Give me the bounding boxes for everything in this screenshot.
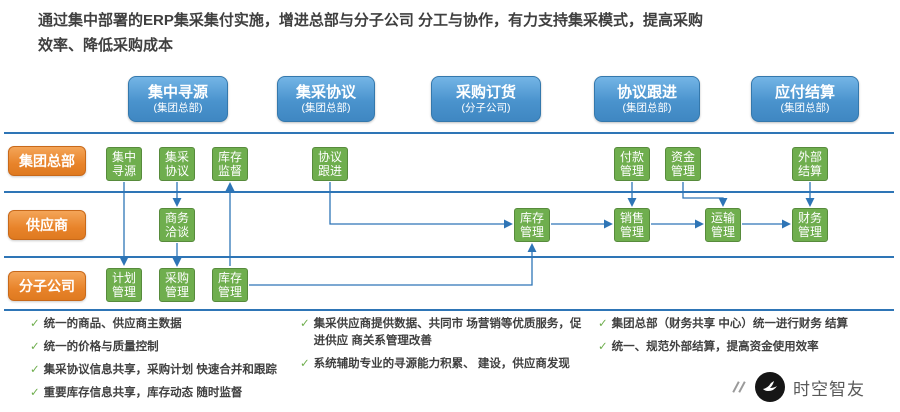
node-inventory-supervision: 库存监督 [212, 147, 248, 181]
note-item: ✓ 统一、规范外部结算，提高资金使用效率 [598, 339, 890, 356]
swimlane-divider [4, 191, 894, 193]
note-item: ✓ 系统辅助专业的寻源能力积累、 建设，供应商发现 [300, 356, 592, 373]
swimlane-divider [4, 309, 894, 311]
logo-icon [755, 372, 785, 402]
check-icon: ✓ [598, 341, 608, 353]
note-text: 统一的价格与质量控制 [43, 341, 159, 353]
node-procurement-agreement: 集采协议 [159, 147, 195, 181]
node-transport-management: 运输管理 [705, 208, 741, 242]
stage-title: 集采协议 [295, 83, 356, 101]
watermark: 时空智友 [732, 372, 865, 402]
bird-glyph [763, 381, 777, 391]
node-agreement-followup: 协议跟进 [312, 147, 348, 181]
node-funds-management: 资金管理 [665, 147, 701, 181]
node-subsidiary-inventory-management: 库存管理 [212, 268, 248, 302]
note-item: ✓ 统一的价格与质量控制 [30, 339, 302, 356]
note-text: 统一的商品、供应商主数据 [43, 318, 182, 330]
stage-subtitle: (集团总部) [301, 101, 351, 114]
notes-column-right: ✓ 集团总部（财务共享 中心）统一进行财务 结算 ✓ 统一、规范外部结算，提高资… [598, 316, 890, 362]
stage-title: 采购订货 [455, 83, 516, 101]
title-line-1: 通过集中部署的ERP集采集付实施，增进总部与分子公司 分工与协作，有力支持集采模… [38, 12, 704, 29]
stage-agreement-followup: 协议跟进 (集团总部) [594, 76, 700, 122]
check-icon: ✓ [30, 318, 40, 330]
notes-column-left: ✓ 统一的商品、供应商主数据 ✓ 统一的价格与质量控制 ✓ 集采协议信息共享，采… [30, 316, 302, 408]
check-icon: ✓ [30, 341, 40, 353]
node-plan-management: 计划管理 [106, 268, 142, 302]
note-item: ✓ 集采供应商提供数据、共同市 场营销等优质服务，促进供应 商关系管理改善 [300, 316, 592, 350]
note-text: 集采供应商提供数据、共同市 场营销等优质服务，促进供应 商关系管理改善 [313, 318, 582, 347]
node-business-negotiation: 商务洽谈 [159, 208, 195, 242]
node-central-sourcing: 集中寻源 [106, 147, 142, 181]
swimlane-divider [4, 256, 894, 258]
note-text: 集团总部（财务共享 中心）统一进行财务 结算 [611, 318, 849, 330]
note-item: ✓ 集团总部（财务共享 中心）统一进行财务 结算 [598, 316, 890, 333]
stage-title: 应付结算 [774, 83, 835, 101]
check-icon: ✓ [598, 318, 608, 330]
stage-title: 集中寻源 [147, 83, 208, 101]
lane-label-group-hq: 集团总部 [8, 146, 86, 176]
node-external-settlement: 外部结算 [792, 147, 828, 181]
watermark-slashes-decoration [732, 377, 747, 397]
stage-subtitle: (集团总部) [622, 101, 672, 114]
node-finance-management: 财务管理 [792, 208, 828, 242]
note-text: 统一、规范外部结算，提高资金使用效率 [611, 341, 819, 353]
stage-subtitle: (集团总部) [780, 101, 830, 114]
note-item: ✓ 集采协议信息共享，采购计划 快速合并和跟踪 [30, 362, 302, 379]
notes-column-middle: ✓ 集采供应商提供数据、共同市 场营销等优质服务，促进供应 商关系管理改善 ✓ … [300, 316, 592, 379]
note-text: 系统辅助专业的寻源能力积累、 建设，供应商发现 [313, 358, 570, 370]
note-item: ✓ 重要库存信息共享，库存动态 随时监督 [30, 385, 302, 402]
note-item: ✓ 统一的商品、供应商主数据 [30, 316, 302, 333]
lane-label-supplier: 供应商 [8, 210, 86, 240]
node-supplier-inventory-management: 库存管理 [514, 208, 550, 242]
lane-label-subsidiary: 分子公司 [8, 271, 86, 301]
node-sales-management: 销售管理 [614, 208, 650, 242]
stage-title: 协议跟进 [616, 83, 677, 101]
stage-subtitle: (分子公司) [461, 101, 511, 114]
stage-payable-settlement: 应付结算 (集团总部) [751, 76, 859, 122]
node-purchase-management: 采购管理 [159, 268, 195, 302]
check-icon: ✓ [300, 358, 310, 370]
swimlane-divider [4, 132, 894, 134]
node-payment-management: 付款管理 [614, 147, 650, 181]
check-icon: ✓ [30, 387, 40, 399]
check-icon: ✓ [30, 364, 40, 376]
note-text: 重要库存信息共享，库存动态 随时监督 [43, 387, 243, 399]
check-icon: ✓ [300, 318, 310, 330]
note-text: 集采协议信息共享，采购计划 快速合并和跟踪 [43, 364, 277, 376]
stage-procurement-agreement: 集采协议 (集团总部) [277, 76, 375, 122]
title-line-2: 效率、降低采购成本 [38, 37, 174, 54]
watermark-text: 时空智友 [793, 379, 865, 399]
stage-purchase-order: 采购订货 (分子公司) [431, 76, 541, 122]
stage-central-sourcing: 集中寻源 (集团总部) [128, 76, 228, 122]
page-title: 通过集中部署的ERP集采集付实施，增进总部与分子公司 分工与协作，有力支持集采模… [38, 8, 883, 58]
stage-subtitle: (集团总部) [153, 101, 203, 114]
